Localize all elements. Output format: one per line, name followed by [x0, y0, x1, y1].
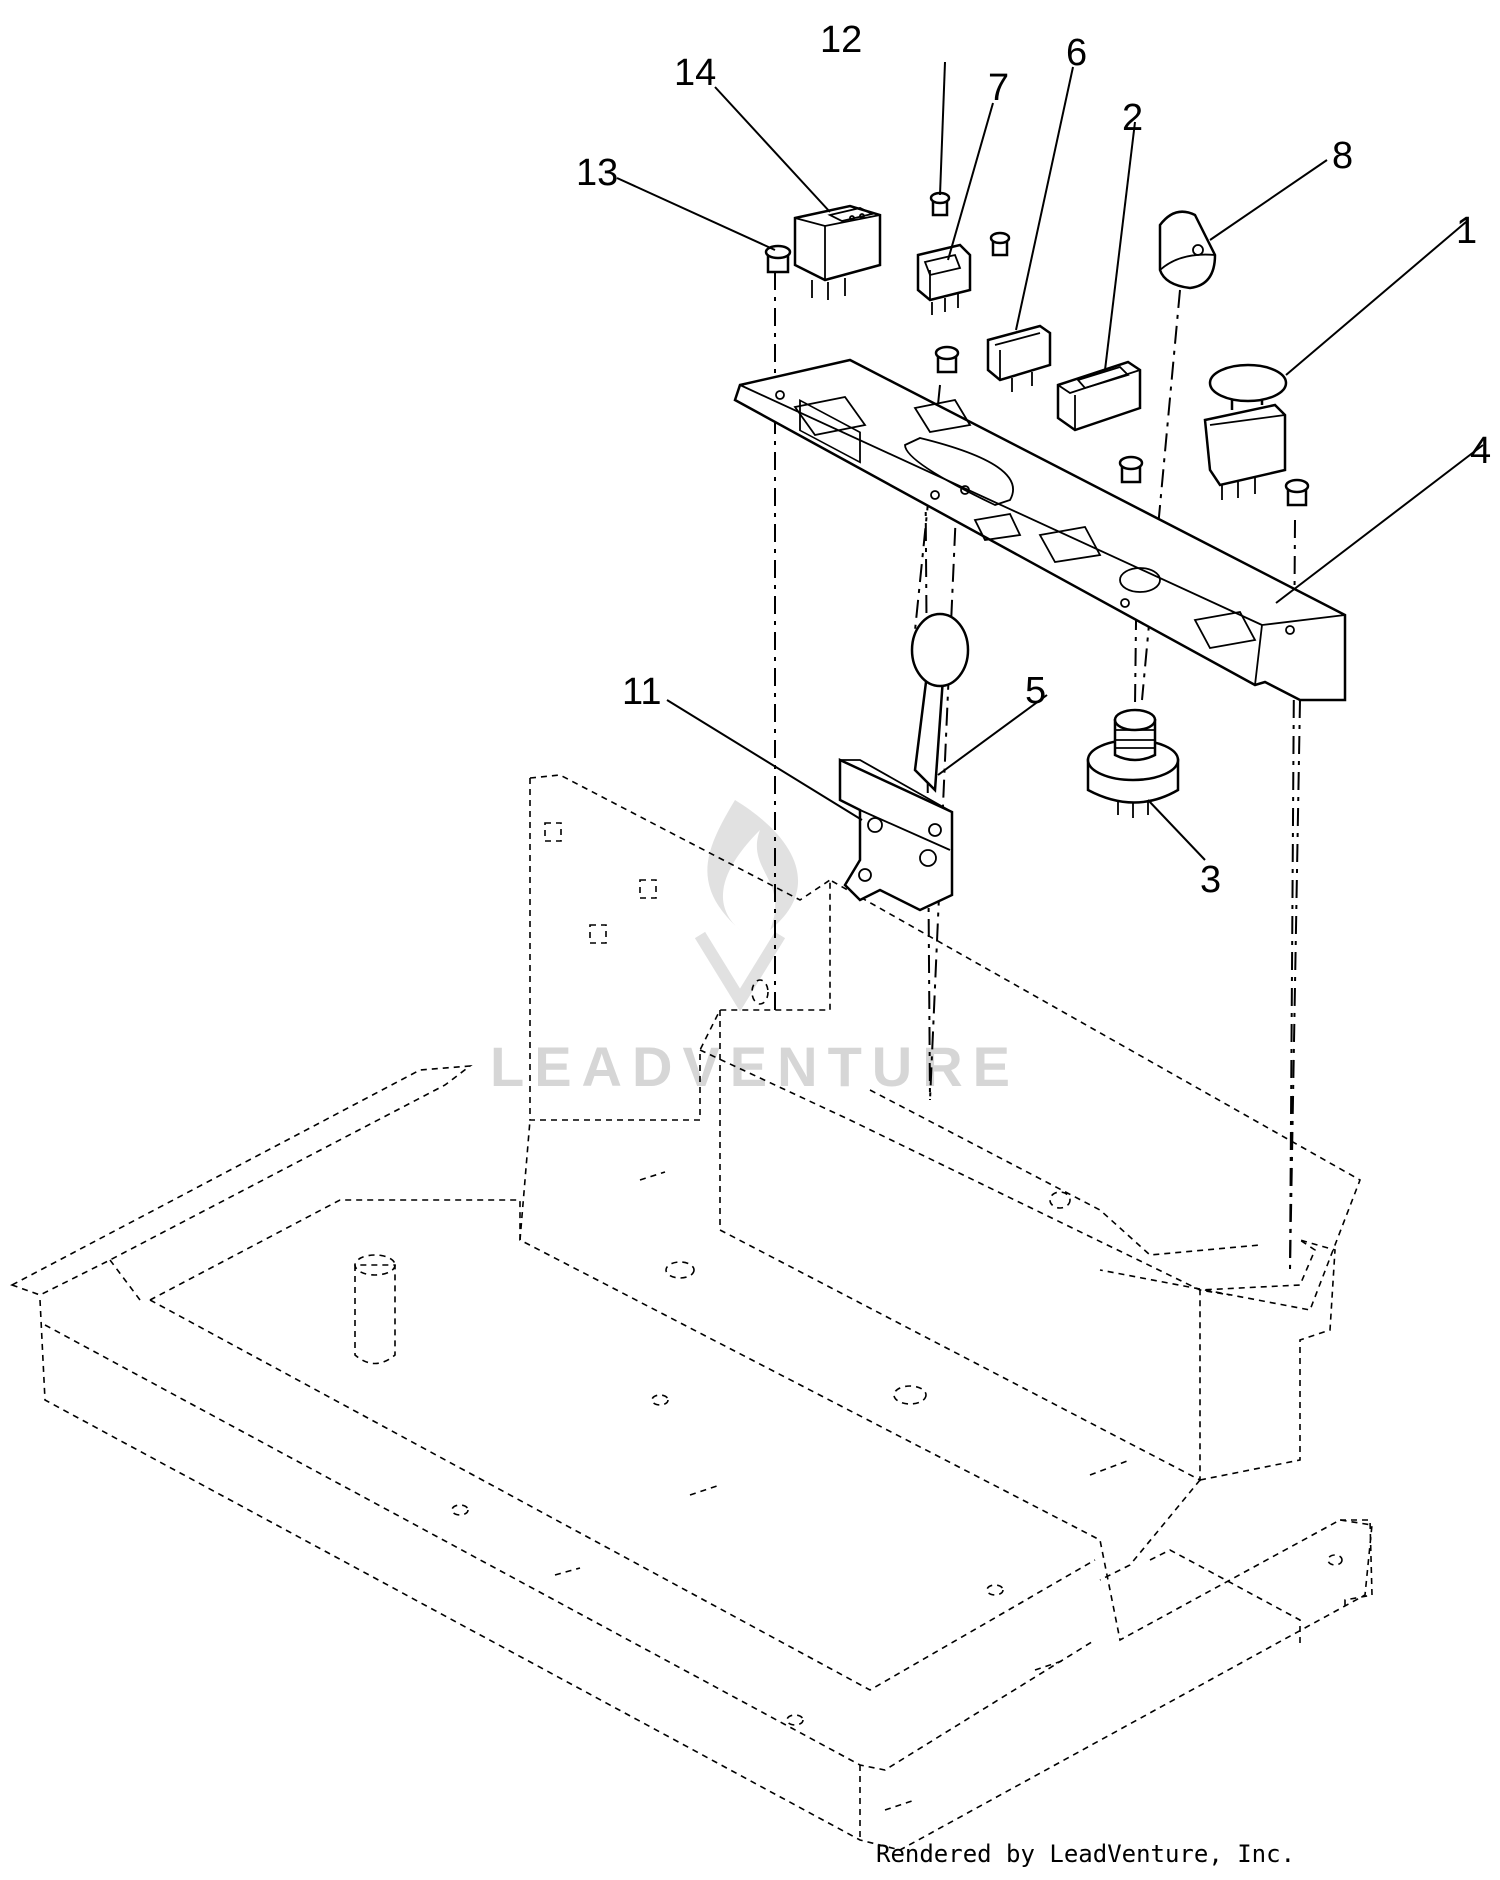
screw-panel-right: [1284, 478, 1310, 507]
callout-2: 2: [1122, 97, 1143, 139]
screw-panel-mid: [1118, 455, 1144, 484]
render-credit: Rendered by LeadVenture, Inc.: [876, 1840, 1296, 1868]
throttle-control: [838, 612, 970, 912]
leader-lines: [616, 61, 1484, 861]
watermark-text: LEADVENTURE: [490, 1035, 1020, 1098]
screw-12: [929, 191, 951, 217]
control-panel: [733, 358, 1347, 702]
screws: [764, 191, 1310, 507]
watermark-logo-icon: [694, 800, 799, 1012]
callout-7: 7: [988, 67, 1009, 109]
ignition-switch: [1086, 708, 1180, 818]
switch-item-6: [986, 324, 1052, 392]
callout-3: 3: [1200, 859, 1221, 901]
callout-8: 8: [1332, 135, 1353, 177]
screw-panel-left: [934, 345, 960, 374]
callout-1: 1: [1456, 210, 1477, 252]
callout-labels: 1 2 3 4 5 6 7 8 11 12 13 14: [576, 19, 1491, 901]
screw-upper-right: [989, 231, 1011, 257]
rocker-switch-item-7: [916, 243, 972, 315]
callout-12: 12: [820, 19, 862, 61]
rocker-switch-item-14: [793, 204, 882, 300]
callout-5: 5: [1025, 670, 1046, 712]
frame-assembly: [10, 774, 1373, 1851]
callout-13: 13: [576, 152, 618, 194]
ignition-key: [1158, 210, 1217, 290]
callout-11: 11: [622, 671, 661, 713]
switch-item-2: [1056, 360, 1142, 432]
screw-13: [764, 244, 792, 274]
pto-switch: [1203, 363, 1288, 500]
callout-4: 4: [1470, 430, 1491, 472]
callout-14: 14: [674, 52, 716, 94]
callout-6: 6: [1066, 32, 1087, 74]
